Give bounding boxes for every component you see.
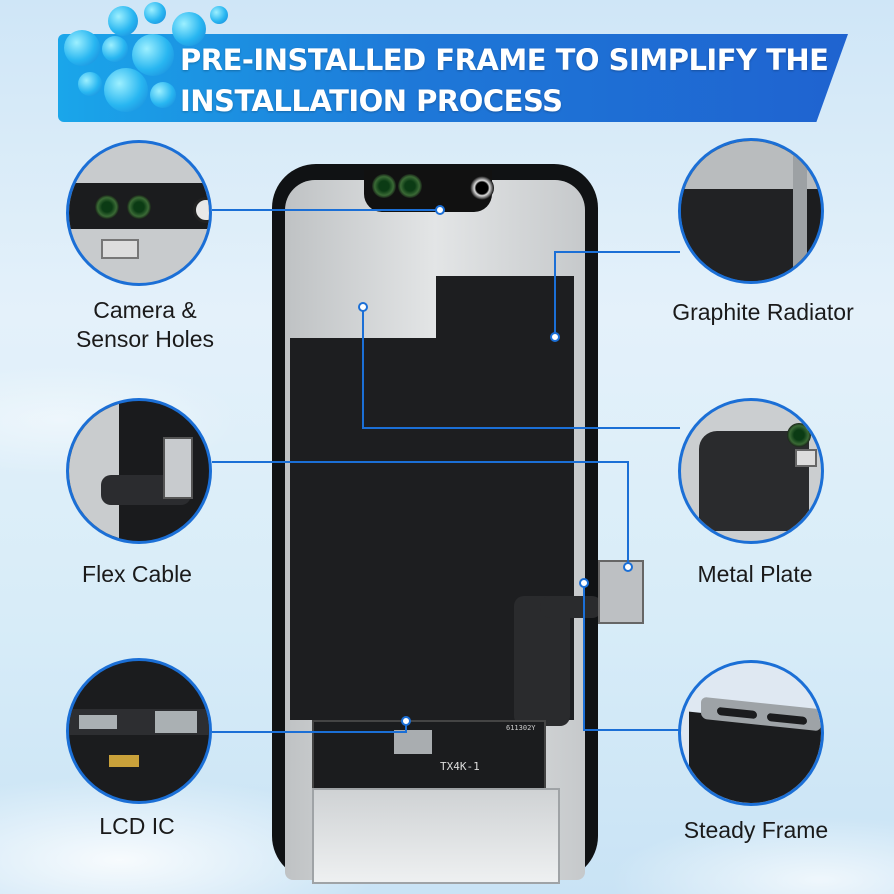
lcd-ic-chip bbox=[394, 730, 432, 754]
anchor-dot-graphite bbox=[550, 332, 560, 342]
label-flex-cable: Flex Cable bbox=[82, 561, 192, 587]
steady-frame-detail bbox=[678, 660, 824, 806]
detail-lens-icon bbox=[95, 195, 119, 219]
title-banner: PRE-INSTALLED FRAME TO SIMPLIFY THE INST… bbox=[58, 34, 858, 126]
bubble-decoration bbox=[78, 72, 102, 96]
ic-marking: TX4K-1 bbox=[440, 760, 480, 773]
label-steady-frame: Steady Frame bbox=[683, 817, 829, 843]
banner-background bbox=[58, 34, 848, 122]
banner-line-2: INSTALLATION PROCESS bbox=[180, 84, 563, 118]
bubble-decoration bbox=[102, 36, 128, 62]
anchor-dot-metal bbox=[358, 302, 368, 312]
line-metal bbox=[362, 308, 680, 429]
flex-connector-tab bbox=[598, 560, 644, 624]
flex-cable-detail bbox=[66, 398, 212, 544]
label-graphite-radiator: Graphite Radiator bbox=[672, 299, 854, 325]
bubble-decoration bbox=[172, 12, 206, 46]
detail-lens-icon bbox=[127, 195, 151, 219]
line-flex bbox=[212, 461, 629, 566]
lcd-ic-detail bbox=[66, 658, 212, 804]
bubble-decoration bbox=[104, 68, 148, 112]
anchor-dot-steady bbox=[579, 578, 589, 588]
graphite-radiator-detail bbox=[678, 138, 824, 284]
line-graphite bbox=[554, 251, 680, 336]
bubble-decoration bbox=[132, 34, 174, 76]
anchor-dot-flex bbox=[623, 562, 633, 572]
bubble-decoration bbox=[144, 2, 166, 24]
sensor-lens-icon bbox=[398, 174, 422, 198]
bubble-decoration bbox=[150, 82, 176, 108]
flex-cable-arm bbox=[540, 596, 602, 618]
anchor-dot-lcd bbox=[401, 716, 411, 726]
label-metal-plate: Metal Plate bbox=[697, 561, 813, 587]
steady-frame-plate bbox=[312, 788, 560, 884]
bubble-decoration bbox=[108, 6, 138, 36]
camera-lens-icon bbox=[372, 174, 396, 198]
bubble-decoration bbox=[64, 30, 100, 66]
serial-marking: 611302Y bbox=[506, 724, 536, 732]
line-steady bbox=[583, 584, 680, 731]
anchor-dot-camera bbox=[435, 205, 445, 215]
label-lcd-ic: LCD IC bbox=[99, 813, 175, 839]
line-lcd bbox=[212, 722, 407, 733]
front-camera-icon bbox=[470, 176, 494, 200]
banner-line-1: PRE-INSTALLED FRAME TO SIMPLIFY THE bbox=[180, 43, 829, 77]
bubble-decoration bbox=[210, 6, 228, 24]
detail-lens-icon bbox=[787, 423, 811, 447]
graphite-radiator bbox=[436, 276, 574, 340]
metal-plate-detail bbox=[678, 398, 824, 544]
banner-title: PRE-INSTALLED FRAME TO SIMPLIFY THE INST… bbox=[180, 40, 880, 122]
label-camera-sensor: Camera & Sensor Holes bbox=[75, 297, 215, 352]
camera-sensor-detail bbox=[66, 140, 212, 286]
